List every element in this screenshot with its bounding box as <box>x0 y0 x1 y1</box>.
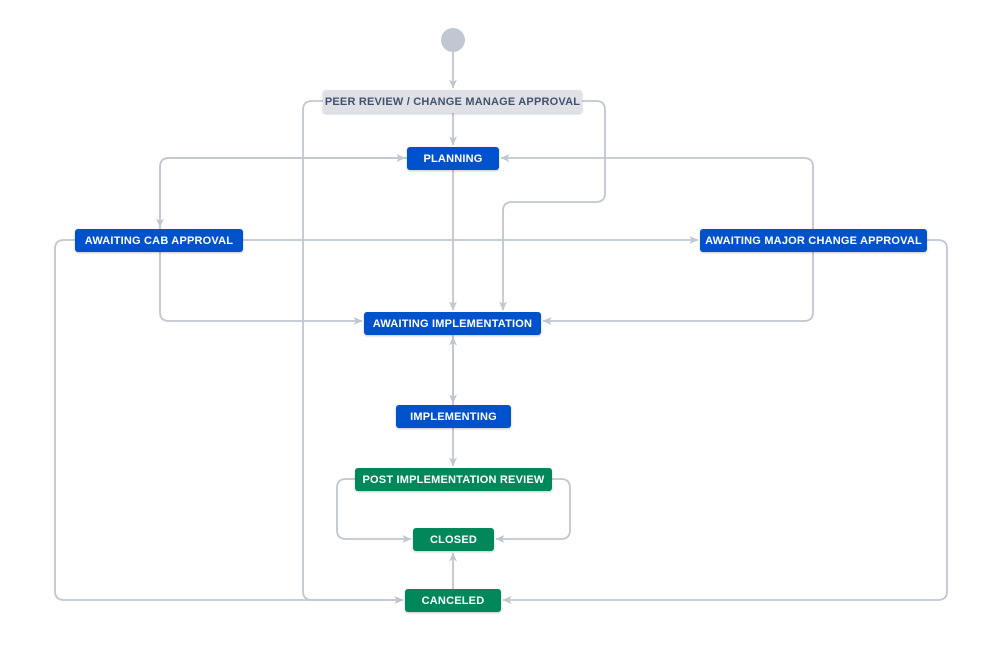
transition-awaiting-major-change-approval-to-planning <box>500 154 814 229</box>
status-label: AWAITING CAB APPROVAL <box>84 234 234 247</box>
transition-peer-review-to-awaiting-implementation <box>499 100 606 311</box>
status-label: AWAITING IMPLEMENTATION <box>372 317 533 330</box>
status-implementing[interactable]: IMPLEMENTING <box>396 405 511 428</box>
transition-awaiting-cab-approval-to-planning <box>159 154 406 229</box>
status-planning[interactable]: PLANNING <box>407 147 499 170</box>
transition-awaiting-major-change-approval-to-canceled <box>502 239 948 604</box>
status-closed[interactable]: CLOSED <box>413 528 494 551</box>
status-post-implementation-review[interactable]: POST IMPLEMENTATION REVIEW <box>355 468 552 491</box>
status-label: CANCELED <box>421 594 485 607</box>
status-label: CLOSED <box>429 533 478 546</box>
status-label: IMPLEMENTING <box>410 410 497 423</box>
transition-peer-review-to-canceled <box>302 100 404 604</box>
transition-awaiting-cab-approval-to-awaiting-implementation <box>159 252 363 325</box>
start-node[interactable] <box>441 28 465 52</box>
status-peer-review-change-manage-approval[interactable]: PEER REVIEW / CHANGE MANAGE APPROVAL <box>323 90 582 113</box>
status-canceled[interactable]: CANCELED <box>405 589 501 612</box>
status-awaiting-major-change-approval[interactable]: AWAITING MAJOR CHANGE APPROVAL <box>700 229 927 252</box>
transition-post-implementation-review-to-closed-left <box>336 478 412 543</box>
transition-post-implementation-review-to-closed-right <box>495 478 571 543</box>
status-awaiting-cab-approval[interactable]: AWAITING CAB APPROVAL <box>75 229 243 252</box>
transition-awaiting-major-change-approval-to-awaiting-implementation <box>542 252 814 325</box>
status-label: POST IMPLEMENTATION REVIEW <box>362 473 545 486</box>
transition-edges-group <box>54 52 948 604</box>
status-label: PEER REVIEW / CHANGE MANAGE APPROVAL <box>324 95 581 108</box>
status-label: AWAITING MAJOR CHANGE APPROVAL <box>705 234 922 247</box>
transition-planning-to-awaiting-cab-approval <box>156 157 407 228</box>
transition-awaiting-cab-approval-to-canceled <box>54 239 404 604</box>
status-awaiting-implementation[interactable]: AWAITING IMPLEMENTATION <box>364 312 541 335</box>
status-label: PLANNING <box>423 152 483 165</box>
